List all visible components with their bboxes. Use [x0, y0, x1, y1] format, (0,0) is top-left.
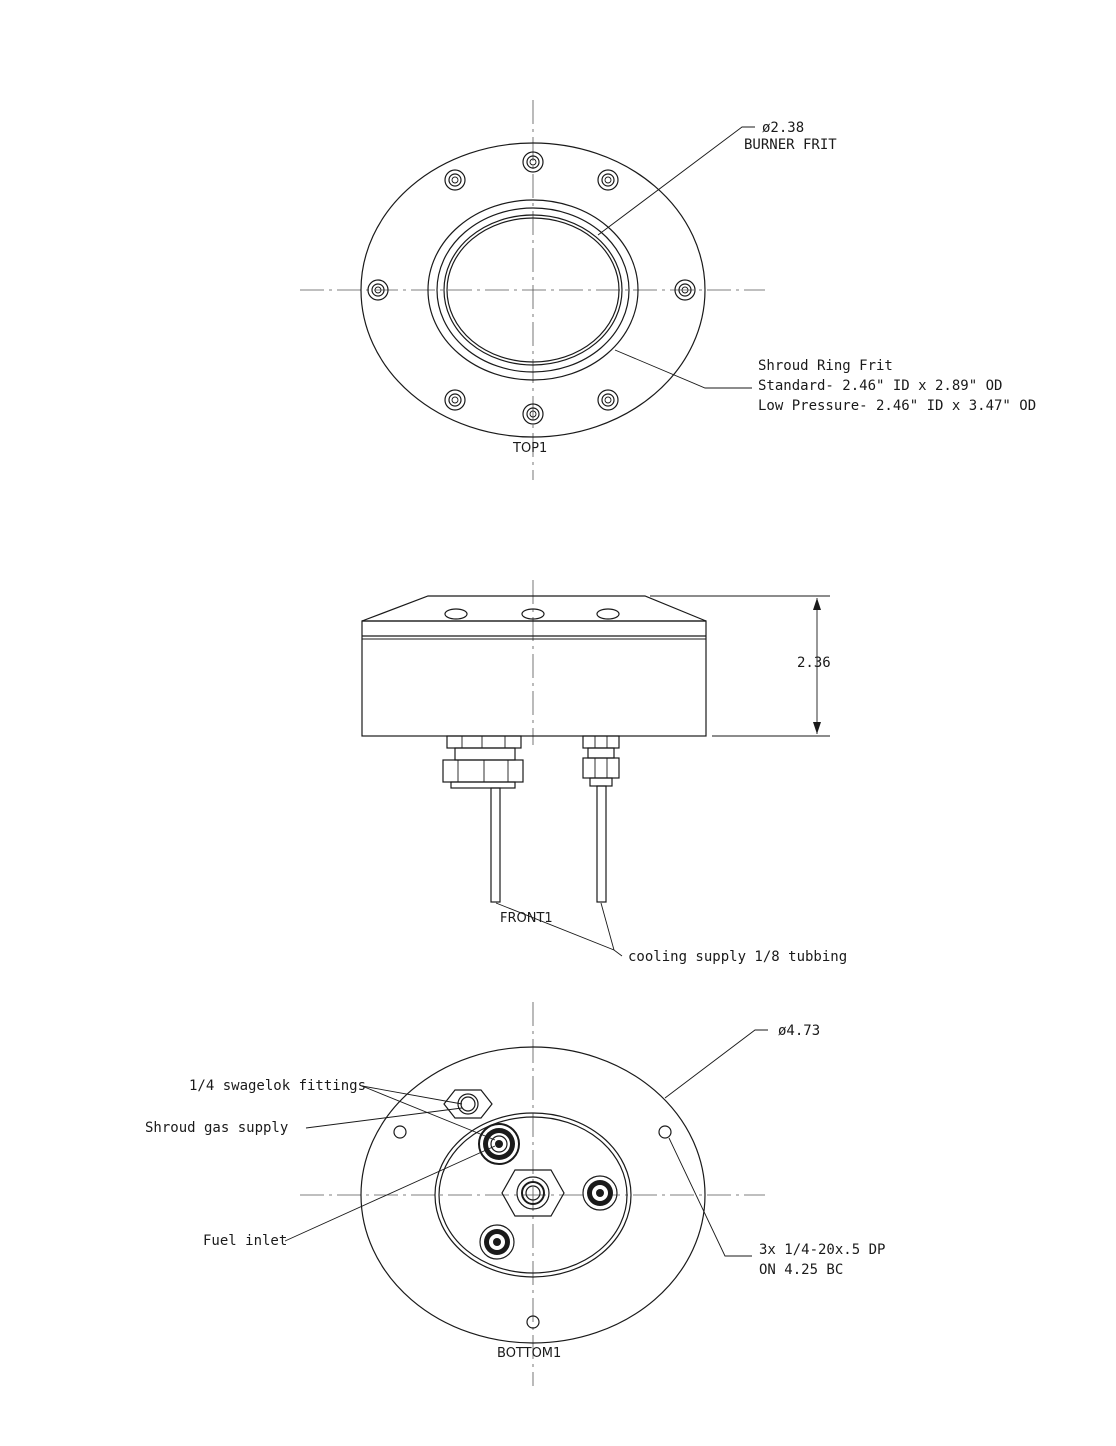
tapped-holes-leader: [668, 1137, 752, 1257]
frit-leader: [597, 126, 755, 236]
shroud-ring-outer: [427, 199, 639, 381]
shroud-ring-inner: [436, 207, 630, 373]
tapped-holes-label-2: ON 4.25 BC: [759, 1262, 843, 1278]
swagelok-leader-2: [361, 1085, 496, 1141]
front-top-port: [444, 608, 468, 620]
top-bolt-holes: [367, 151, 696, 425]
front-top-port: [521, 608, 545, 620]
fuel-inlet-label: Fuel inlet: [203, 1233, 287, 1249]
shroud-gas-leader: [305, 1107, 463, 1129]
front-body: [361, 620, 707, 737]
bolt-hole: [597, 169, 619, 191]
bolt-hole: [367, 279, 389, 301]
swagelok-fitting: [478, 1123, 520, 1165]
swagelok-label: 1/4 swagelok fittings: [189, 1078, 366, 1094]
bolt-hole: [522, 403, 544, 425]
bolt-hole: [444, 169, 466, 191]
bottom-recess-outer: [434, 1112, 632, 1278]
view-title-bottom: BOTTOM1: [497, 1346, 561, 1361]
fuel-inlet-leader: [284, 1145, 496, 1242]
center-hex-fitting: [501, 1169, 565, 1217]
shroud-title-label: Shroud Ring Frit: [758, 358, 893, 374]
front-view: 2.36 FRONT1 cooling supply 1/8 tubbing: [361, 580, 847, 965]
swagelok-leader-1: [361, 1085, 463, 1105]
cooling-fitting-right: [582, 1175, 618, 1211]
front-left-fittings: [442, 735, 524, 789]
burner-frit-inner: [446, 217, 620, 363]
burner-frit-outer: [443, 214, 623, 366]
bolt-hole: [444, 389, 466, 411]
bolt-hole: [597, 389, 619, 411]
tapped-hole: [393, 1125, 407, 1139]
cooling-leader-right: [600, 902, 615, 951]
front-top-chamfer: [361, 595, 707, 622]
cooling-supply-label: cooling supply 1/8 tubbing: [628, 949, 847, 965]
shroud-standard-label: Standard- 2.46" ID x 2.89" OD: [758, 378, 1002, 394]
cooling-tube-right: [596, 785, 607, 903]
top-flange-outline: [360, 142, 706, 438]
frit-diameter-label: ø2.38: [762, 120, 804, 136]
height-dimension-label: 2.36: [797, 655, 831, 671]
tapped-hole: [526, 1315, 540, 1329]
cooling-fitting-lower: [479, 1224, 515, 1260]
shroud-low-pressure-label: Low Pressure- 2.46" ID x 3.47" OD: [758, 398, 1036, 414]
front-top-port: [596, 608, 620, 620]
frit-label: BURNER FRIT: [744, 137, 837, 153]
bottom-diameter-leader: [664, 1029, 768, 1099]
shroud-gas-fitting: [443, 1089, 493, 1119]
bolt-hole: [522, 151, 544, 173]
bottom-diameter-label: ø4.73: [778, 1023, 820, 1039]
front-right-fitting: [582, 735, 620, 787]
shroud-leader: [614, 349, 752, 389]
tapped-holes-label-1: 3x 1/4-20x.5 DP: [759, 1242, 885, 1258]
bottom-view: ø4.73 1/4 swagelok fittings Shroud gas s…: [145, 1002, 885, 1386]
view-title-top: TOP1: [512, 441, 547, 456]
view-title-front: FRONT1: [500, 911, 553, 926]
bottom-recess-inner: [438, 1116, 628, 1274]
bottom-flange-outline: [360, 1046, 706, 1344]
shroud-gas-label: Shroud gas supply: [145, 1120, 288, 1136]
bolt-hole: [674, 279, 696, 301]
cooling-tube-left: [490, 787, 501, 903]
tapped-hole: [658, 1125, 672, 1139]
top-view: ø2.38 BURNER FRIT Shroud Ring Frit Stand…: [300, 100, 1036, 480]
